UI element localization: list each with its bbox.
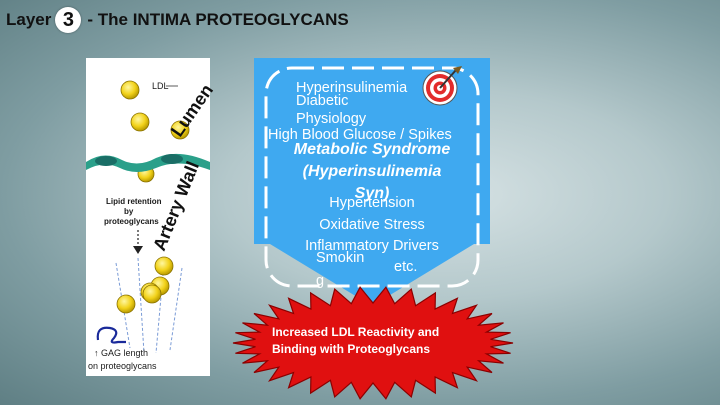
- etc-text: etc.: [394, 259, 418, 275]
- hypertension-text: Hypertension: [329, 195, 415, 211]
- risk-factors-arrow-card: [254, 58, 490, 306]
- dashed-border: [264, 66, 480, 288]
- gag-length-line2: on proteoglycans: [88, 361, 157, 371]
- gag-coil: [96, 326, 126, 344]
- arrow-card-shape: [254, 58, 490, 306]
- high-blood-glucose-text: High Blood Glucose / Spikes: [268, 127, 452, 143]
- endothelium-layer: [86, 153, 210, 172]
- ldl-particle: [130, 112, 150, 132]
- lipid-retention-line2: by: [124, 207, 134, 216]
- page-title: - The INTIMA PROTEOGLYCANS: [87, 10, 349, 29]
- starburst-line1: Increased LDL Reactivity and: [272, 325, 440, 339]
- diabetic-text: Diabetic: [296, 93, 349, 109]
- metabolic-syndrome-line3: Syn): [354, 185, 390, 202]
- lipid-retention-line1: Lipid retention: [106, 197, 162, 206]
- ldl-particle: [116, 294, 136, 314]
- hyperinsulinemia-text: Hyperinsulinemia: [296, 80, 408, 96]
- proteoglycan-figure: LDL Lipid retention by proteoglycans: [86, 58, 210, 376]
- starburst-shape: [232, 286, 514, 400]
- metabolic-syndrome-line1: Metabolic Syndrome: [293, 141, 451, 158]
- lipid-retention-line3: proteoglycans: [104, 217, 159, 226]
- starburst-line2: Binding with Proteoglycans: [272, 342, 431, 356]
- smoking-fragment-text: g: [316, 273, 325, 289]
- metabolic-syndrome-heading: Metabolic Syndrome (Hyperinsulinemia Syn…: [268, 139, 476, 205]
- lumen-label: Lumen: [167, 80, 217, 140]
- starburst-callout: [232, 286, 514, 400]
- retention-arrow-head: [133, 246, 143, 254]
- starburst-text: Increased LDL Reactivity and Binding wit…: [272, 324, 472, 358]
- ldl-particle: [120, 80, 140, 100]
- ldl-particle: [154, 256, 174, 276]
- layer-number-badge: 3: [55, 7, 82, 33]
- target-icon: [422, 66, 462, 106]
- artery-wall-label: Artery Wall: [150, 159, 203, 254]
- curved-labels: Lumen Artery Wall: [150, 80, 217, 254]
- title-layer-word: Layer: [6, 10, 52, 29]
- ldl-particle: [142, 284, 162, 304]
- oxidative-stress-text: Oxidative Stress: [319, 217, 425, 233]
- inflammatory-drivers-text: Inflammatory Drivers: [305, 238, 439, 254]
- metabolic-syndrome-line2: (Hyperinsulinemia: [302, 163, 442, 180]
- gag-length-line1: ↑ GAG length: [94, 348, 148, 358]
- ldl-particle: [170, 120, 190, 140]
- title-row: Layer 3 - The INTIMA PROTEOGLYCANS: [6, 6, 349, 34]
- smoking-text: Smokin: [316, 250, 365, 266]
- figure-illustration: LDL Lipid retention by proteoglycans: [86, 80, 210, 371]
- physiology-text: Physiology: [296, 111, 367, 127]
- ldl-label: LDL: [152, 81, 169, 91]
